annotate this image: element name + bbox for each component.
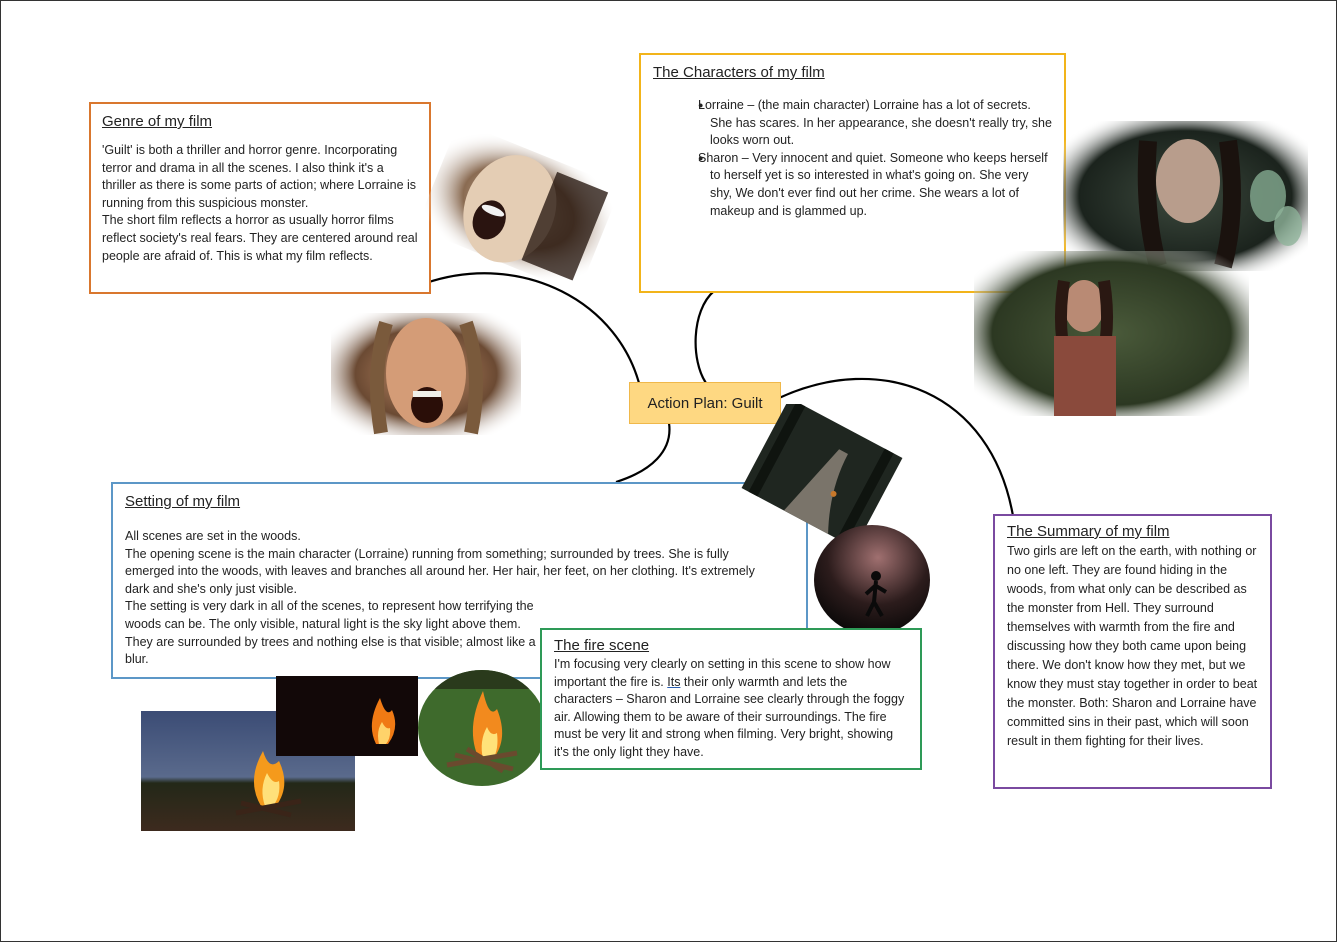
fire-scene-text: I'm focusing very clearly on setting in … [554, 656, 908, 762]
fire-text-part-2: their only warmth and lets the character… [554, 674, 905, 759]
woman-in-forest-photo [974, 251, 1249, 416]
fire-text-part-1: I'm focusing very clearly on setting in … [554, 657, 891, 689]
genre-box: Genre of my film 'Guilt' is both a thril… [89, 102, 431, 294]
character-lorraine-text: Lorraine – (the main character) Lorraine… [698, 98, 1052, 148]
campfire-grass-image [418, 670, 546, 786]
fire-text-marked-word: Its [667, 674, 681, 689]
screaming-woman-photo [401, 119, 631, 294]
screaming-woman-image [415, 121, 622, 294]
woman-in-woods-photo [1063, 121, 1308, 271]
fire-scene-title: The fire scene [554, 637, 650, 654]
setting-title: Setting of my film [125, 493, 241, 510]
woman-in-woods-image [1063, 121, 1308, 271]
summary-title: The Summary of my film [1007, 523, 1170, 540]
campfire-grass-photo [417, 669, 547, 787]
summary-text: Two girls are left on the earth, with no… [1007, 544, 1258, 748]
connector-summary [778, 377, 1015, 517]
campfire-night-image [276, 676, 418, 756]
characters-box: The Characters of my film Lorraine – (th… [639, 53, 1066, 293]
characters-title: The Characters of my film [653, 64, 825, 81]
central-topic: Action Plan: Guilt [629, 382, 781, 424]
connector-setting [615, 422, 671, 484]
connector-characters [694, 290, 715, 384]
genre-title: Genre of my film [102, 113, 213, 130]
dark-forest-path-image [741, 404, 903, 542]
character-lorraine: Lorraine – (the main character) Lorraine… [698, 97, 1052, 150]
screaming-woman-closeup-image [331, 313, 521, 435]
running-figure-image [814, 525, 930, 635]
fire-scene-box: The fire scene I'm focusing very clearly… [540, 628, 922, 770]
setting-paragraph-3: The setting is very dark in all of the s… [125, 599, 536, 667]
connector-genre [425, 272, 643, 392]
character-sharon: Sharon – Very innocent and quiet. Someon… [698, 150, 1052, 220]
genre-paragraph-1: 'Guilt' is both a thriller and horror ge… [102, 143, 417, 210]
campfire-night-photo [276, 676, 418, 756]
genre-paragraph-2: The short film reflects a horror as usua… [102, 213, 418, 263]
dark-forest-path-photo [736, 404, 908, 542]
screaming-woman-closeup-photo [331, 313, 521, 435]
woman-in-forest-image [974, 251, 1249, 416]
setting-paragraph-2: The opening scene is the main character … [125, 546, 755, 596]
character-sharon-text: Sharon – Very innocent and quiet. Someon… [698, 150, 1048, 218]
running-figure-photo [812, 524, 932, 636]
characters-list: Lorraine – (the main character) Lorraine… [653, 97, 1052, 220]
central-topic-label: Action Plan: Guilt [647, 394, 763, 412]
setting-paragraph-1: All scenes are set in the woods. [125, 529, 301, 543]
summary-box: The Summary of my film Two girls are lef… [993, 514, 1272, 789]
